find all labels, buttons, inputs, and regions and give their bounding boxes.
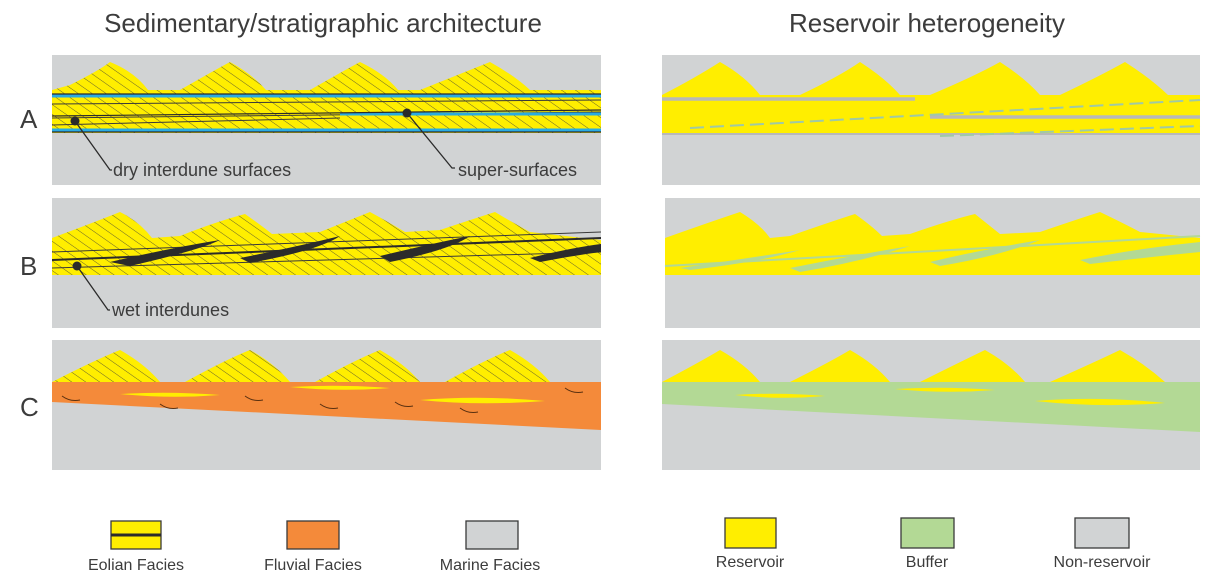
left-panel-b: wet interdunes [52,198,601,328]
wet-interdunes-label: wet interdunes [111,300,229,320]
legend-non-reservoir-label: Non-reservoir [1054,554,1152,571]
legend-reservoir: Reservoir [716,517,785,571]
dry-interdune-label: dry interdune surfaces [113,160,291,180]
legend-fluvial: Fluvial Facies [264,520,362,574]
legend-reservoir-label: Reservoir [716,554,785,571]
legend-eolian: Eolian Facies [88,520,184,574]
row-label-c: C [20,392,39,422]
left-title: Sedimentary/stratigraphic architecture [104,8,542,38]
right-panel-b [664,198,1201,328]
row-label-a: A [20,104,38,134]
legend-eolian-label: Eolian Facies [88,557,184,574]
right-panel-c [662,340,1200,470]
left-panel-c [52,340,601,470]
legend-right: Reservoir Buffer Non-reservoir [716,517,1152,571]
legend-fluvial-label: Fluvial Facies [264,557,362,574]
super-surfaces-label: super-surfaces [458,160,577,180]
legend-left: Eolian Facies Fluvial Facies Marine Faci… [88,520,540,574]
legend-marine-label: Marine Facies [440,557,540,574]
legend-marine: Marine Facies [440,520,540,574]
row-label-b: B [20,251,37,281]
legend-buffer-label: Buffer [906,554,949,571]
legend-non-reservoir: Non-reservoir [1054,517,1152,571]
right-panel-a [662,55,1201,185]
right-title: Reservoir heterogeneity [789,8,1065,38]
left-panel-a: dry interdune surfaces super-surfaces [52,55,601,185]
legend-buffer: Buffer [900,517,955,571]
